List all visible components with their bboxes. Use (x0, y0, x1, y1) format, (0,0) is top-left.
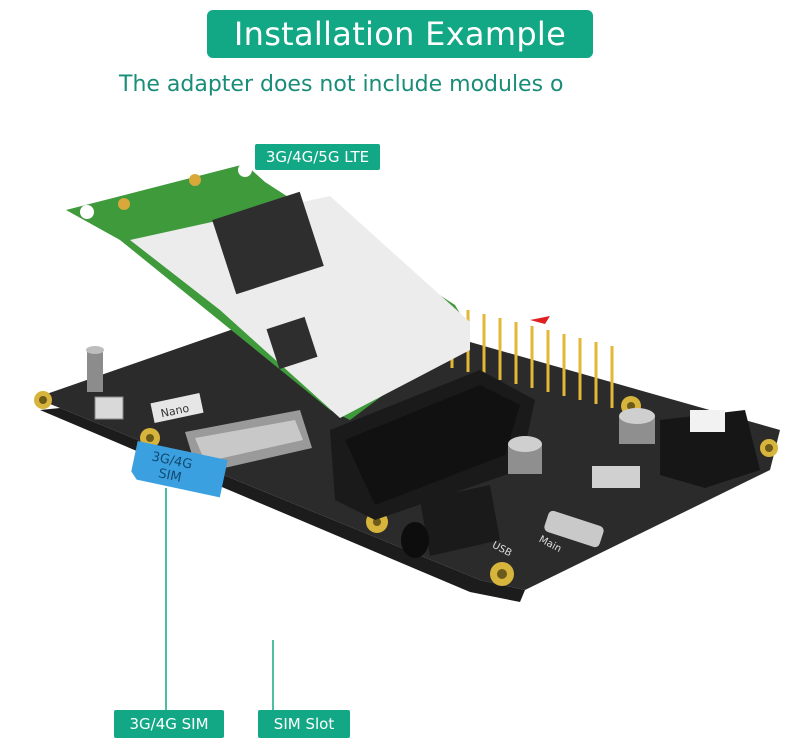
nano-label-plate (150, 393, 204, 423)
sim-card-label: 3G/4G SIM (114, 710, 224, 738)
sim-card: 3G/4G SIM (131, 441, 228, 498)
subtitle-note: The adapter does not include modules o (119, 72, 564, 97)
crystal (592, 466, 640, 488)
lte-module (66, 163, 470, 420)
lte-module-label: 3G/4G/5G LTE (255, 144, 380, 170)
audio-jack (420, 485, 500, 556)
nano-label: Nano (160, 402, 191, 421)
section-title-banner: Installation Example (207, 10, 593, 58)
micro-usb-port (544, 510, 604, 548)
sim-card-text-line2: SIM (157, 466, 183, 486)
capacitors (508, 408, 655, 474)
ethernet-connector (660, 410, 760, 488)
reset-button (94, 396, 124, 420)
antenna-post (87, 350, 103, 392)
sim-slot-label: SIM Slot (258, 710, 350, 738)
